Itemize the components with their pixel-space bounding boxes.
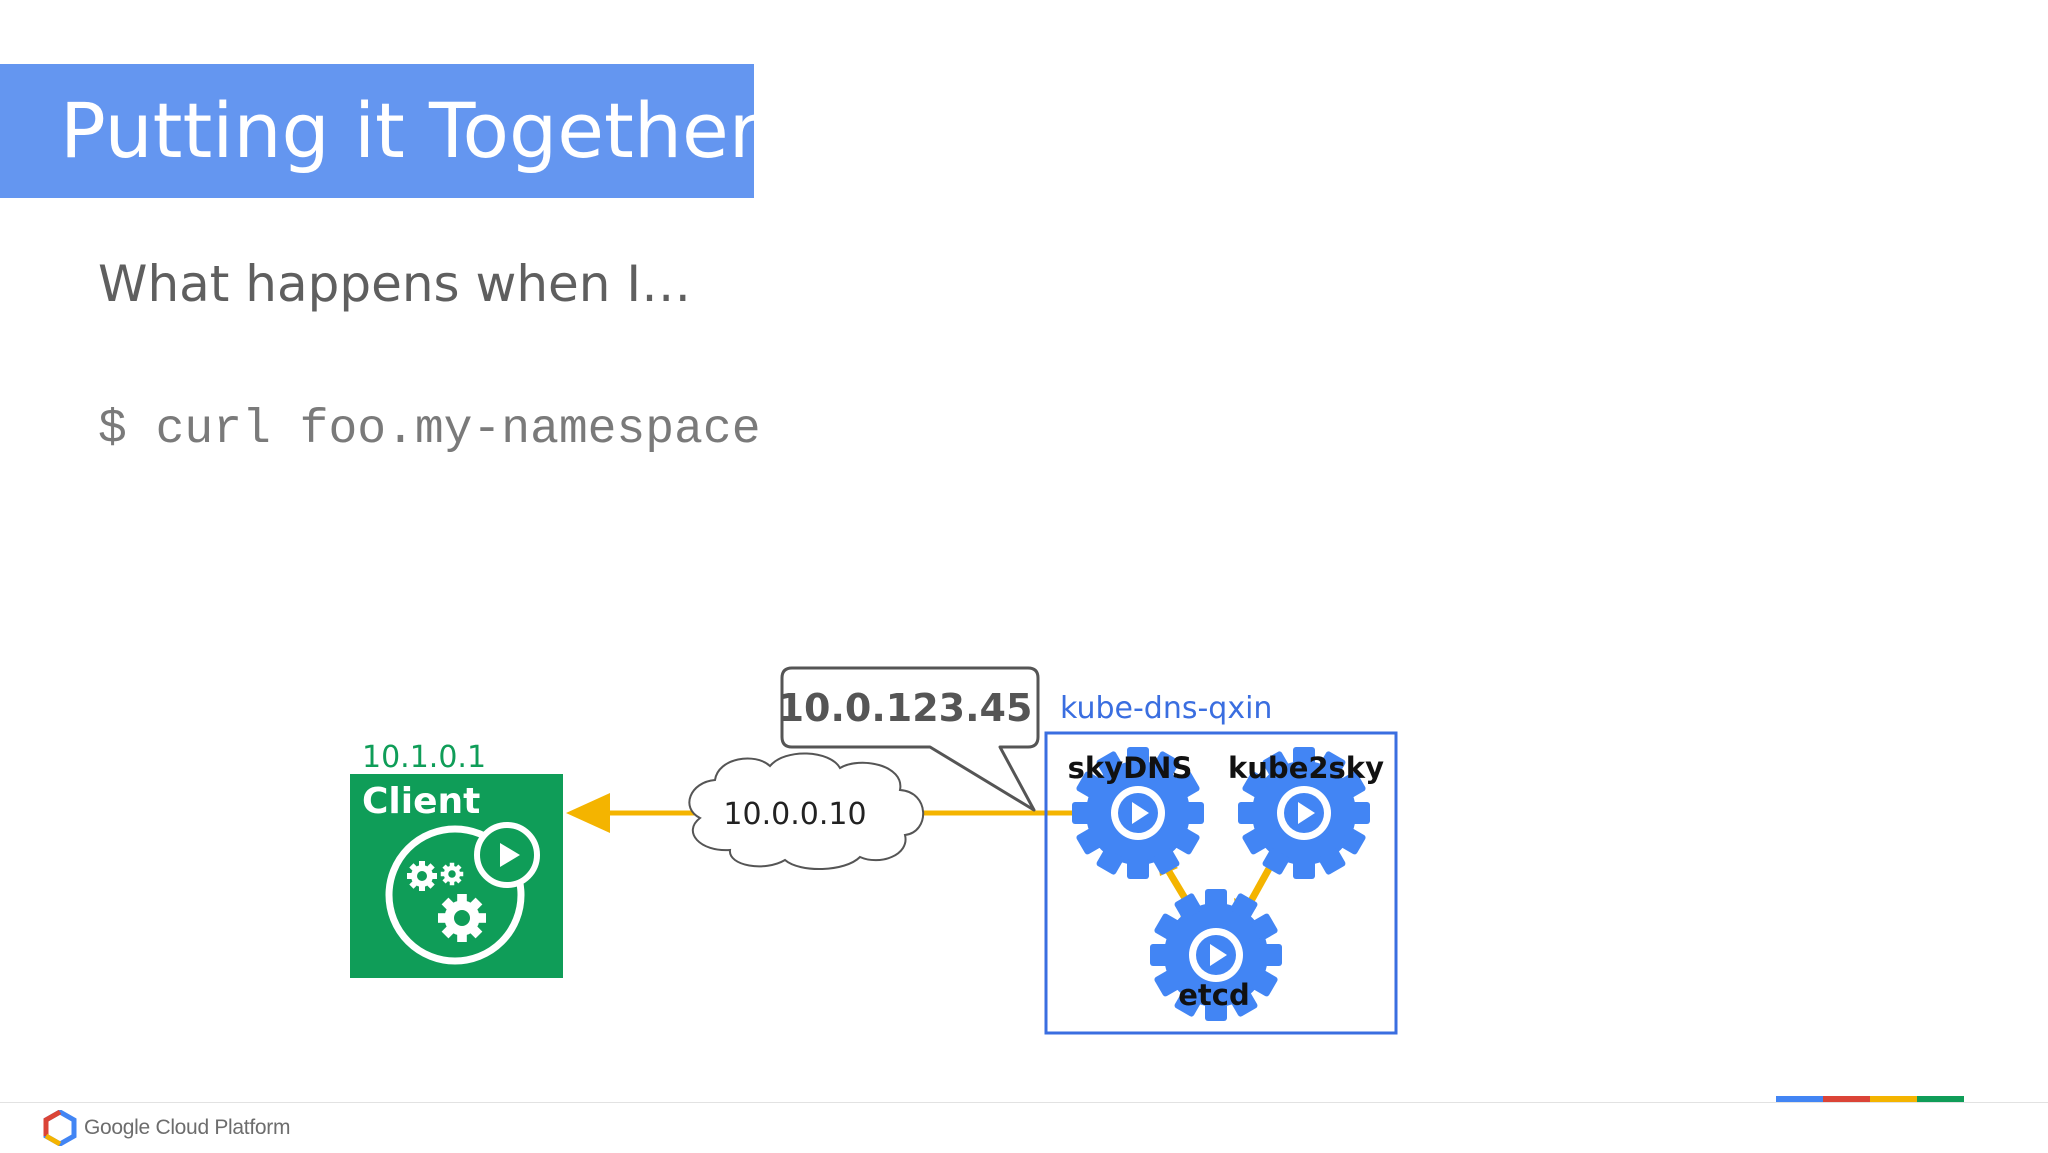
client-gears-icon [385, 822, 540, 965]
slide-title: Putting it Together [60, 86, 760, 175]
curl-command: $ curl foo.my-namespace [98, 403, 761, 457]
client-ip: 10.1.0.1 [362, 740, 486, 775]
brand-strip-yellow [1870, 1096, 1917, 1102]
container-label-skydns: skyDNS [1068, 751, 1193, 785]
brand-strip-blue [1776, 1096, 1823, 1102]
callout-bubble [780, 666, 1040, 812]
footer-brand: Google Cloud Platform [84, 1116, 291, 1139]
title-bar [0, 64, 754, 198]
slide-subtitle: What happens when I… [98, 255, 692, 313]
brand-strip-green [1917, 1096, 1964, 1102]
client-label: Client [362, 781, 480, 822]
footer-divider [0, 1102, 2048, 1103]
play-icon [500, 843, 520, 867]
callout-ip: 10.0.123.45 [778, 686, 1033, 730]
brand-strip-red [1823, 1096, 1870, 1102]
service-ip: 10.0.0.10 [723, 797, 866, 832]
container-label-kube2sky: kube2sky [1228, 751, 1384, 785]
container-label-etcd: etcd [1178, 978, 1249, 1012]
cloud-icon [688, 752, 925, 870]
arrow-to-client-icon [566, 793, 610, 833]
pod-name: kube-dns-qxin [1060, 691, 1272, 726]
pod-box[interactable] [1044, 731, 1398, 1035]
google-cloud-logo-icon [43, 1110, 77, 1146]
